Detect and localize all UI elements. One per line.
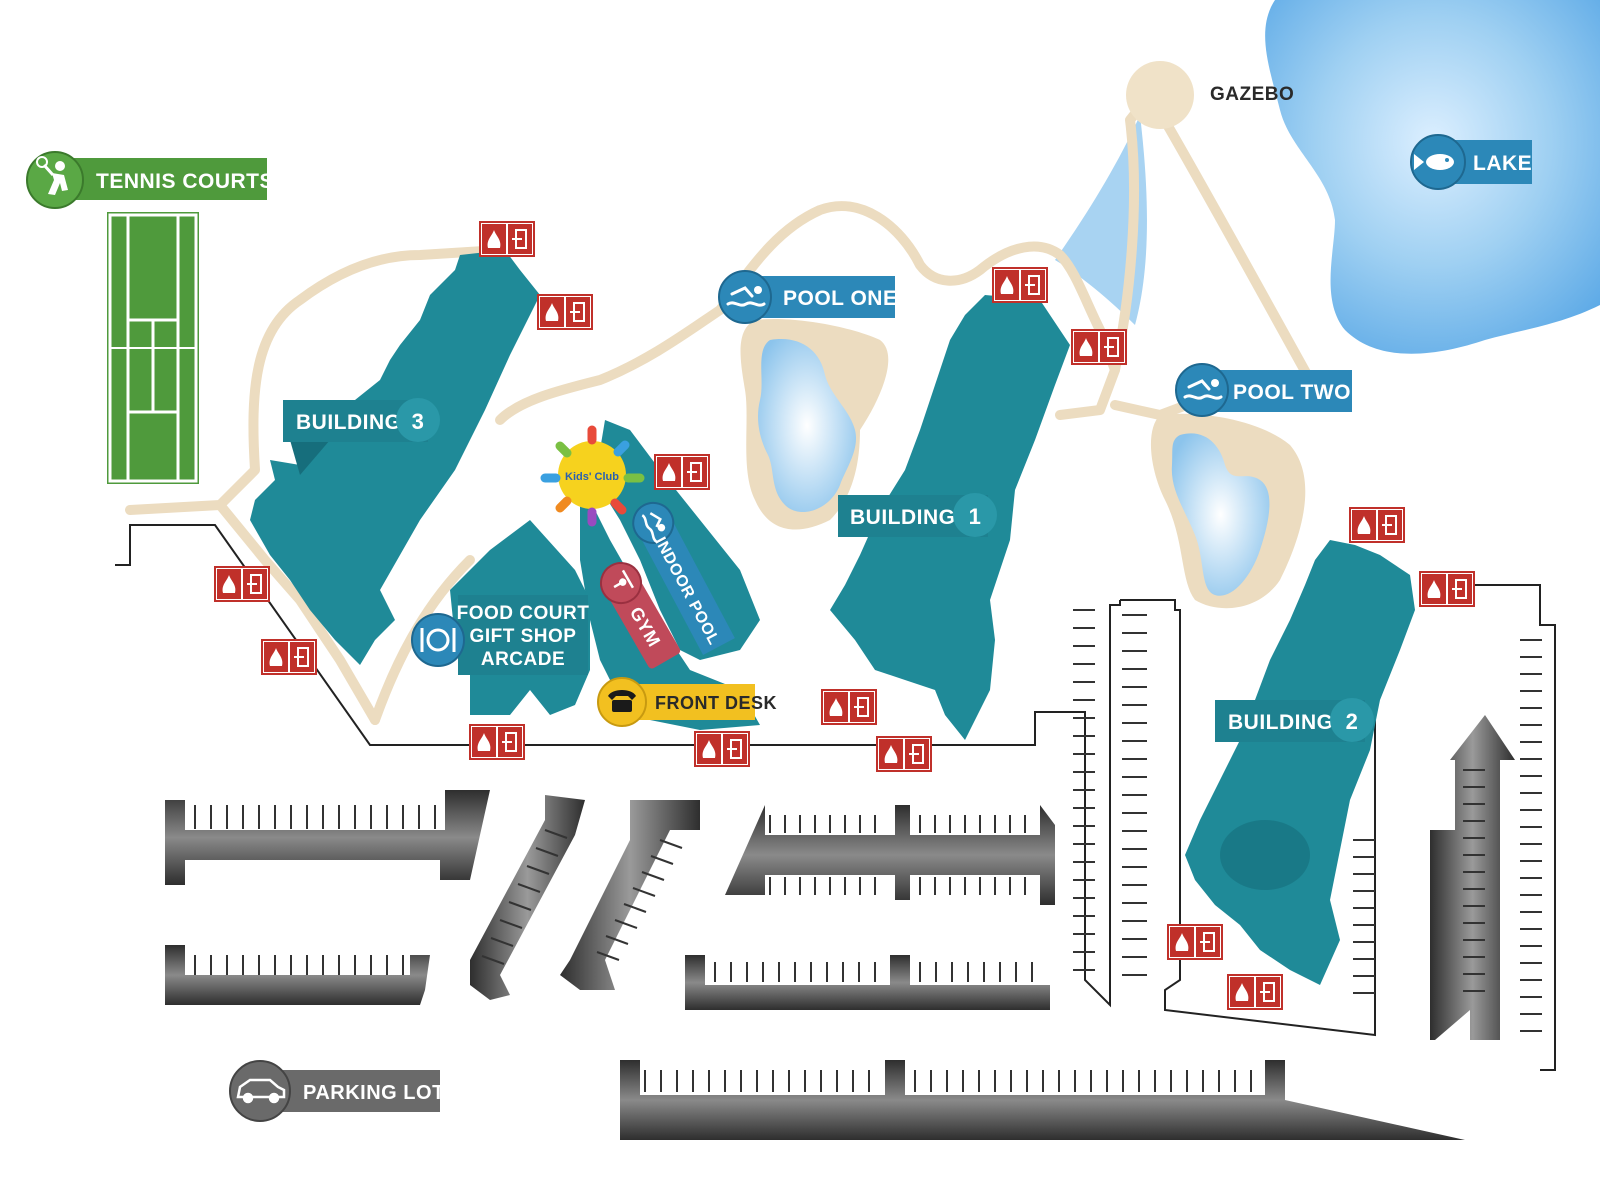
parking-row-4 (685, 955, 1050, 1010)
fire-extinguisher-exit-icon (1227, 974, 1283, 1010)
parking-row-1 (165, 790, 490, 885)
pool-one-water (757, 339, 857, 513)
stall-line (481, 955, 505, 965)
front-desk-label: FRONT DESK (655, 693, 777, 713)
stall-line (641, 871, 665, 881)
fire-extinguisher-exit-icon (876, 736, 932, 772)
stall-line (614, 919, 638, 929)
building-1-sign[interactable]: BUILDING 1 (838, 493, 997, 537)
fire-extinguisher-exit-icon (1167, 924, 1223, 960)
emergency-markers (214, 221, 1475, 1010)
stall-line (605, 935, 629, 945)
car-glyph (236, 1078, 286, 1104)
pool-two-water (1171, 433, 1270, 596)
stall-line (526, 865, 550, 875)
parking-ramp-1 (470, 795, 585, 1000)
fire-extinguisher-exit-icon (469, 724, 525, 760)
fire-extinguisher-exit-icon (1071, 329, 1127, 365)
lake-label: LAKE (1473, 152, 1532, 175)
building-2-number: 2 (1346, 709, 1359, 734)
weightlifter-glyph (613, 569, 635, 589)
fire-extinguisher-exit-icon (694, 731, 750, 767)
stall-line (650, 855, 674, 865)
gift-shop-label: GIFT SHOP (470, 626, 577, 647)
pool-one-label: POOL ONE (783, 287, 897, 310)
building-2 (1185, 540, 1415, 985)
building-2-sign[interactable]: BUILDING 2 (1215, 698, 1374, 742)
fire-extinguisher-exit-icon (654, 454, 710, 490)
fire-extinguisher-exit-icon (214, 566, 270, 602)
boundary-lines (115, 524, 1556, 1071)
fish-glyph (1414, 154, 1454, 170)
building-1-number: 1 (969, 504, 982, 529)
swimmer-icon (718, 270, 772, 324)
kids-club: Kids' Club (540, 425, 645, 527)
parking-row-5 (620, 1060, 1465, 1140)
stall-line (632, 887, 656, 897)
building-2-label: BUILDING (1228, 711, 1334, 734)
stall-line (490, 937, 514, 947)
parking-stalls (194, 609, 1542, 1092)
parking-row-2 (165, 945, 430, 1005)
gazebo-label: GAZEBO (1210, 84, 1294, 105)
stall-line (544, 829, 568, 839)
parking-lot-sign[interactable]: PARKING LOT (229, 1060, 445, 1122)
tennis-courts-sign[interactable]: TENNIS COURTS (26, 151, 274, 209)
parking-lot (165, 715, 1515, 1140)
swimmer-glyph (1183, 379, 1223, 400)
stall-line (596, 951, 620, 961)
plate-glyph (420, 628, 456, 652)
parking-arrow (1430, 715, 1515, 1040)
stall-line (659, 839, 683, 849)
building-3-number: 3 (412, 409, 425, 434)
fire-extinguisher-exit-icon (821, 689, 877, 725)
fire-extinguisher-exit-icon (1349, 507, 1405, 543)
food-court-sign[interactable]: FOOD COURT GIFT SHOP ARCADE (411, 595, 590, 675)
kids-club-label: Kids' Club (565, 471, 619, 483)
plate-icon (411, 613, 465, 667)
building-3-sign[interactable]: BUILDING 3 (283, 398, 440, 442)
stall-line (623, 903, 647, 913)
swimmer-glyph (726, 286, 766, 307)
fire-extinguisher-exit-icon (992, 267, 1048, 303)
pool-one-sign[interactable]: POOL ONE (718, 270, 897, 324)
stall-line (508, 901, 532, 911)
pool-two-sign[interactable]: POOL TWO (1175, 363, 1352, 417)
swimmer-icon (632, 501, 675, 544)
telephone-glyph (608, 690, 636, 712)
stall-line (499, 919, 523, 929)
pool-two-label: POOL TWO (1233, 381, 1351, 404)
building-3-label: BUILDING (296, 411, 402, 434)
swimmer-icon (1175, 363, 1229, 417)
tennis-courts-label: TENNIS COURTS (96, 170, 274, 193)
parking-row-3 (725, 805, 1055, 905)
fire-extinguisher-exit-icon (261, 639, 317, 675)
stall-line (517, 883, 541, 893)
building-3 (250, 250, 540, 665)
front-desk-sign[interactable]: FRONT DESK (597, 677, 777, 727)
fire-extinguisher-exit-icon (1419, 571, 1475, 607)
fire-extinguisher-exit-icon (479, 221, 535, 257)
lake-sign[interactable]: LAKE (1410, 134, 1532, 190)
parking-lot-label: PARKING LOT (303, 1082, 445, 1104)
building-1-label: BUILDING (850, 506, 956, 529)
car-icon (229, 1060, 291, 1122)
gazebo (1126, 61, 1194, 129)
swimmer-glyph (641, 512, 666, 543)
parking-ramp-2 (560, 800, 700, 990)
arcade-label: ARCADE (481, 649, 565, 670)
food-court-label: FOOD COURT (457, 603, 590, 624)
tennis-court (107, 212, 199, 484)
stall-line (535, 847, 559, 857)
fire-extinguisher-exit-icon (537, 294, 593, 330)
tennis-player-glyph (36, 156, 68, 195)
